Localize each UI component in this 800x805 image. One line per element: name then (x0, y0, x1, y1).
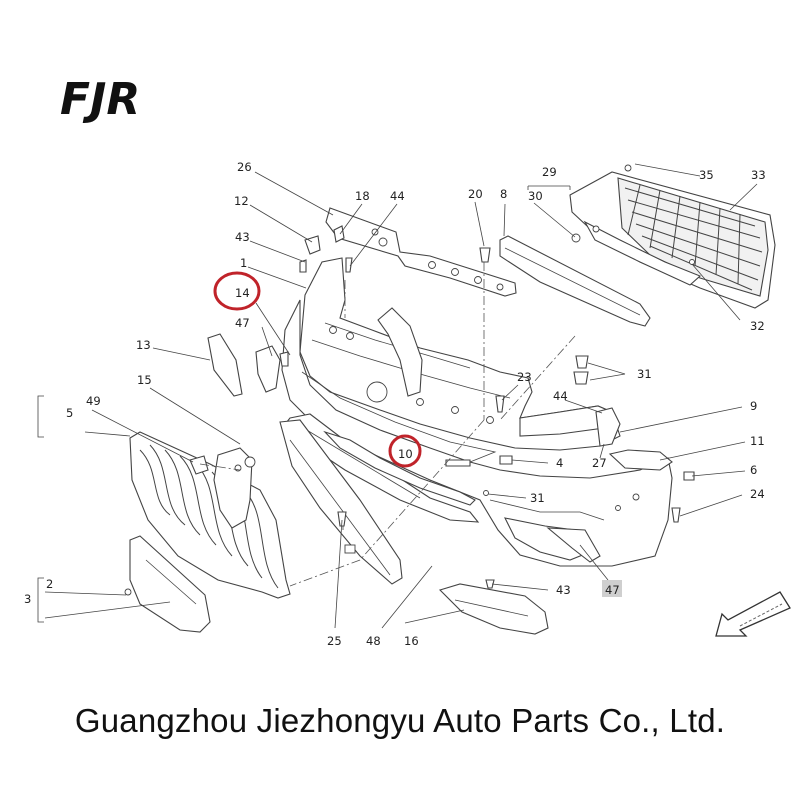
lower-beam (279, 419, 403, 585)
callout-20: 23 (517, 370, 532, 384)
brand-logo: FJR (60, 74, 140, 125)
callout-33: 35 (699, 168, 714, 182)
highlight-circle-14 (213, 271, 261, 311)
alignment-lines (199, 262, 576, 587)
highlight-circle-10 (388, 434, 422, 468)
callout-43: 43 (556, 583, 571, 597)
brand-logo-text: FJR (60, 74, 140, 125)
callout-27: 30 (528, 189, 543, 203)
callout-47-left: 47 (235, 316, 250, 330)
callout-31-label: 31 (530, 491, 545, 505)
highlight-markers (213, 271, 422, 468)
callout-32: 33 (751, 168, 766, 182)
callout-49: 49 (86, 394, 101, 408)
callout-2: 2 (46, 577, 53, 591)
callout-15: 15 (137, 373, 152, 387)
callout-1: 1 (240, 256, 247, 270)
direction-arrow-icon (715, 591, 791, 637)
callout-47-tag-text: 47 (605, 583, 620, 597)
callout-17: 18 (355, 189, 370, 203)
upper-reinforcement-beam (325, 207, 517, 297)
side-bracket-right (595, 407, 673, 471)
callout-12: 12 (234, 194, 249, 208)
callout-44-right: 44 (553, 389, 568, 403)
fasteners (124, 164, 695, 596)
side-bracket-left (255, 345, 281, 393)
callout-26: 29 (542, 165, 557, 179)
callout-30: 32 (750, 319, 765, 333)
callout-10: 10 (398, 447, 413, 461)
callout-5: 4 (556, 456, 563, 470)
lower-cover-panel (438, 583, 549, 635)
callout-14: 14 (235, 286, 250, 300)
upper-grille-mesh (569, 171, 776, 309)
callout-29: 31 (637, 367, 652, 381)
callout-19: 20 (468, 187, 483, 201)
callout-8: 8 (500, 187, 507, 201)
side-trim (207, 333, 243, 397)
callout-47-tag: 47 (602, 580, 622, 597)
callout-25: 27 (592, 456, 607, 470)
callout-4: 5 (66, 406, 73, 420)
bumper-carrier-frame (299, 257, 621, 451)
leader-lines (37, 163, 758, 629)
callout-44-top: 44 (390, 189, 405, 203)
grille-bracket (213, 447, 256, 529)
callout-3: 3 (24, 592, 31, 606)
callout-labels: 26 12 43 1 14 47 13 15 49 5 2 3 18 44 20… (24, 160, 766, 648)
callout-48: 48 (366, 634, 381, 648)
callout-16: 16 (404, 634, 419, 648)
impact-absorber-foam (499, 235, 651, 327)
callout-13: 13 (136, 338, 151, 352)
callout-9: 9 (750, 399, 757, 413)
callout-6: 6 (750, 463, 757, 477)
callout-23: 24 (750, 487, 765, 501)
callout-35: 43 (235, 230, 250, 244)
license-plate-holder (129, 535, 211, 633)
callout-11: 11 (750, 434, 765, 448)
callout-18: 26 (237, 160, 252, 174)
callout-24: 25 (327, 634, 342, 648)
company-name: Guangzhou Jiezhongyu Auto Parts Co., Ltd… (74, 702, 726, 739)
